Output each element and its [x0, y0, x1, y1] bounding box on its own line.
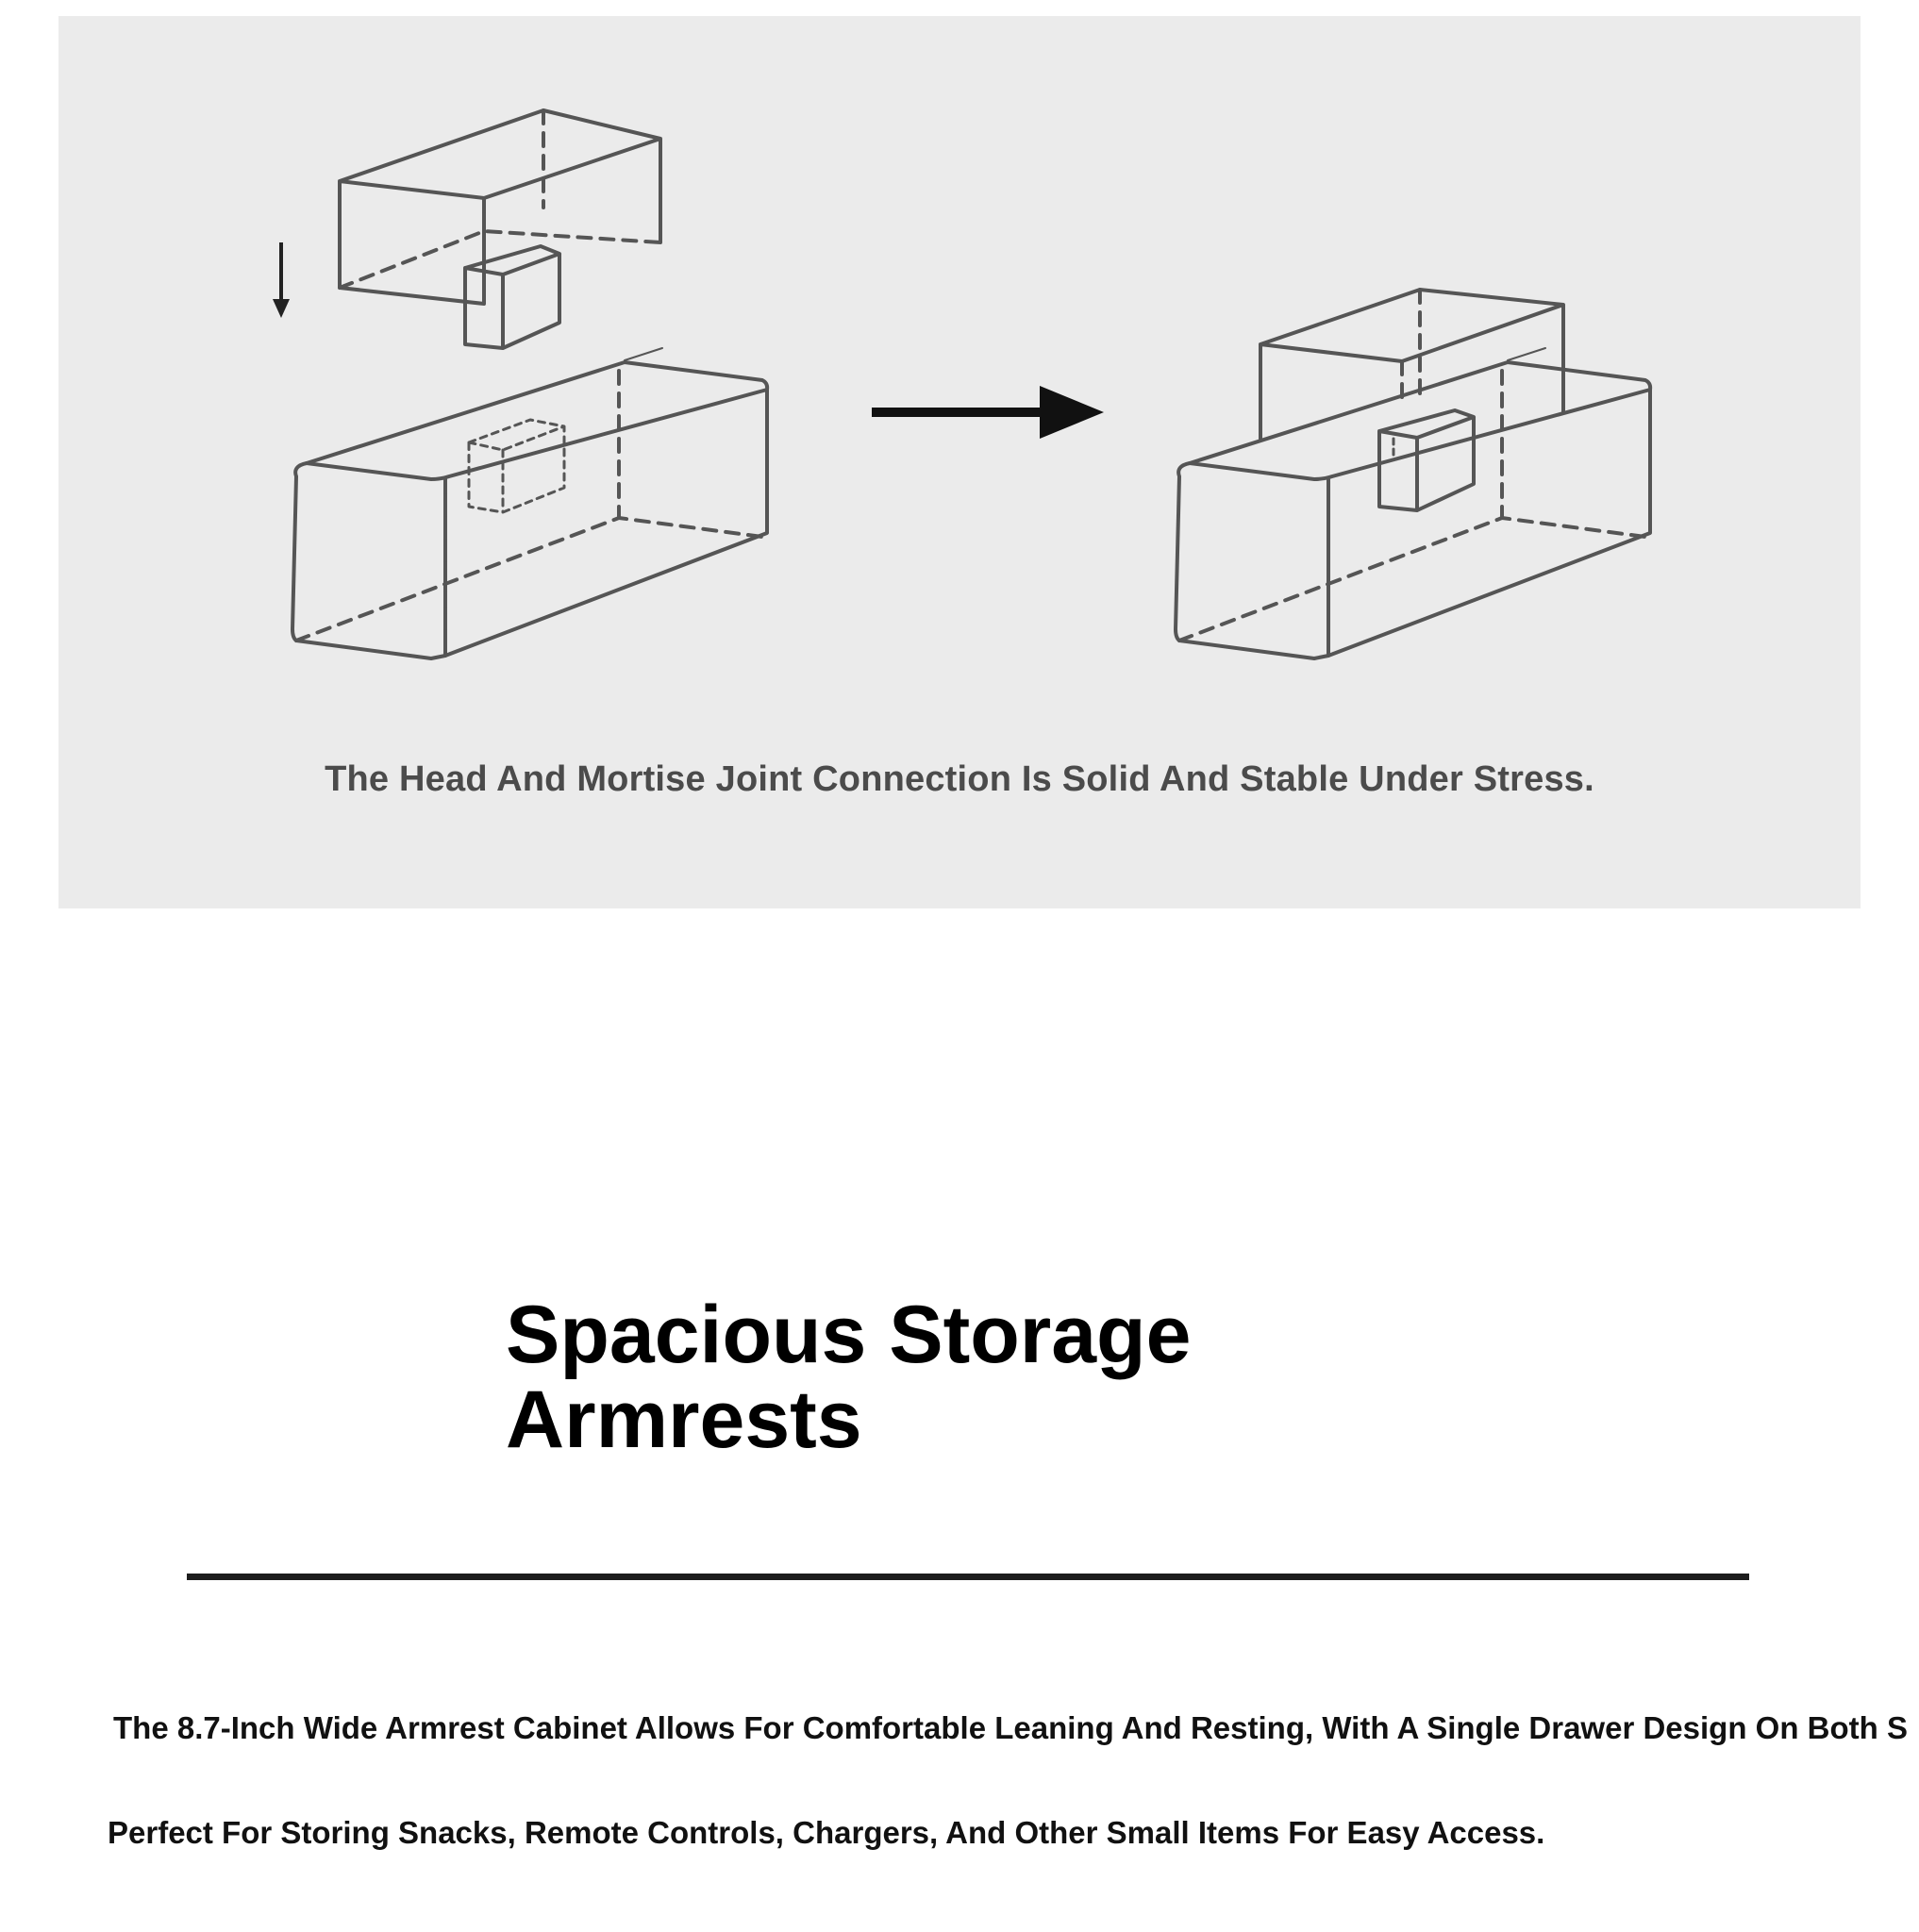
- down-arrow-icon: [273, 242, 290, 318]
- joint-diagram-panel: The Head And Mortise Joint Connection Is…: [58, 16, 1861, 908]
- section-divider: [187, 1574, 1749, 1580]
- heading-line-1: Spacious Storage: [506, 1290, 1192, 1380]
- description-line-2: Perfect For Storing Snacks, Remote Contr…: [108, 1815, 1545, 1850]
- lower-block-exploded: [291, 347, 770, 660]
- section-heading: Spacious Storage Armrests: [506, 1292, 1355, 1462]
- heading-line-2: Armrests: [506, 1374, 862, 1465]
- assembled-blocks: [1174, 288, 1653, 660]
- right-arrow-icon: [872, 386, 1104, 439]
- upper-block-exploded: [338, 108, 662, 350]
- joint-caption: The Head And Mortise Joint Connection Is…: [325, 759, 1594, 799]
- mortise-tenon-diagram: [273, 108, 1653, 660]
- description-line-1: The 8.7-Inch Wide Armrest Cabinet Allows…: [113, 1710, 1908, 1745]
